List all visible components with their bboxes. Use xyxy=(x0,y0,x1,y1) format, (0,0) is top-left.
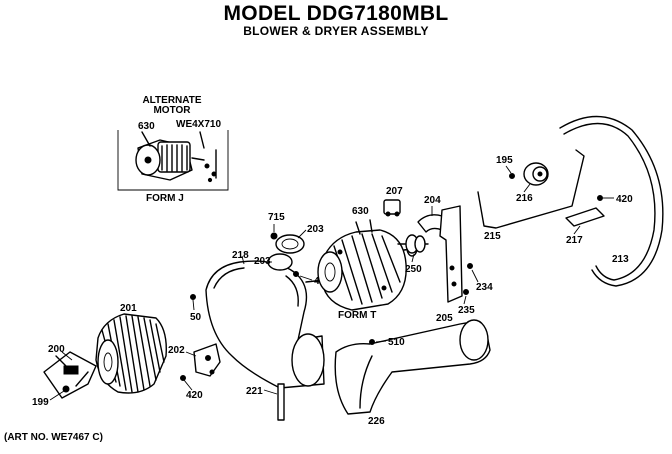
washer-195-icon xyxy=(509,173,515,179)
label-195: 195 xyxy=(496,155,513,166)
label-235: 235 xyxy=(458,305,475,316)
label-207: 207 xyxy=(386,186,403,197)
leader-195 xyxy=(505,165,512,174)
leader-203-upper xyxy=(297,229,307,239)
leader-216 xyxy=(523,183,531,193)
blower-housing-218 xyxy=(205,260,325,389)
label-218: 218 xyxy=(232,250,249,261)
part-202-bracket xyxy=(193,343,221,377)
leader-199 xyxy=(49,390,65,401)
screw-420-mount-icon xyxy=(293,271,299,277)
label-202: 202 xyxy=(168,345,185,356)
label-715: 715 xyxy=(268,212,285,223)
inset-heading-line2: MOTOR xyxy=(153,105,191,116)
motor-mount-203 xyxy=(267,234,305,271)
label-205: 205 xyxy=(436,313,453,324)
label-199: 199 xyxy=(32,397,49,408)
switch-207 xyxy=(383,199,401,217)
screw-510-icon xyxy=(369,339,375,345)
label-234: 234 xyxy=(476,282,493,293)
motor-form-label: FORM T xyxy=(338,310,376,321)
label-203-lower: 203 xyxy=(254,256,271,267)
screw-199-icon xyxy=(62,385,70,393)
plate-217 xyxy=(565,207,605,227)
label-221: 221 xyxy=(246,386,263,397)
leader-234 xyxy=(471,269,479,283)
alternate-motor-inset: ALTERNATE MOTOR 630 WE4X710 FORM J xyxy=(117,95,229,204)
leader-221 xyxy=(263,389,278,395)
inset-heading-line1: ALTERNATE xyxy=(142,95,201,106)
label-630: 630 xyxy=(352,206,369,217)
leader-218 xyxy=(241,255,245,265)
assembly-subtitle: BLOWER & DRYER ASSEMBLY xyxy=(243,24,429,38)
idler-bracket-205 xyxy=(439,205,463,303)
exhaust-duct-226 xyxy=(334,319,491,415)
label-50: 50 xyxy=(190,312,202,323)
leader-420-mount xyxy=(299,275,313,281)
leader-250 xyxy=(411,253,415,263)
leader-510 xyxy=(375,340,387,343)
alternate-motor-drawing xyxy=(135,131,217,183)
inset-form-label: FORM J xyxy=(146,193,184,204)
seal-strip-221 xyxy=(277,383,285,421)
label-203-upper: 203 xyxy=(307,224,324,235)
label-226: 226 xyxy=(368,416,385,427)
label-420-rear: 420 xyxy=(616,194,633,205)
leader-420-front xyxy=(183,379,193,391)
inset-bracket-frame xyxy=(117,130,229,191)
art-number: (ART NO. WE7467 C) xyxy=(4,432,103,443)
label-204: 204 xyxy=(424,195,441,206)
label-215: 215 xyxy=(484,231,501,242)
blower-wheel-201 xyxy=(95,313,167,394)
leader-200 xyxy=(61,351,73,361)
screw-235-icon xyxy=(463,289,469,295)
spring-234-icon xyxy=(467,263,473,269)
drive-belt-213 xyxy=(559,115,664,287)
screw-420-icon xyxy=(180,375,186,381)
model-title: MODEL DDG7180MBL xyxy=(223,2,449,25)
label-200: 200 xyxy=(48,344,65,355)
clamp-204 xyxy=(417,214,443,233)
leader-235 xyxy=(463,295,467,305)
label-420-front: 420 xyxy=(186,390,203,401)
screw-420-rear-icon xyxy=(597,195,603,201)
leader-50 xyxy=(192,299,195,311)
label-216: 216 xyxy=(516,193,533,204)
leader-217 xyxy=(573,225,581,235)
label-217: 217 xyxy=(566,235,583,246)
label-201: 201 xyxy=(120,303,137,314)
idler-arm-215 xyxy=(477,149,585,229)
clip-715-icon xyxy=(270,232,278,240)
label-213: 213 xyxy=(612,254,629,265)
label-510: 510 xyxy=(388,337,405,348)
screw-50-icon xyxy=(190,294,196,300)
pulley-250 xyxy=(397,234,429,254)
inset-part-we4x710: WE4X710 xyxy=(176,119,221,130)
leader-202 xyxy=(185,351,197,357)
inset-part-630: 630 xyxy=(138,121,155,132)
label-250: 250 xyxy=(405,264,422,275)
idler-pulley-216 xyxy=(523,162,549,186)
